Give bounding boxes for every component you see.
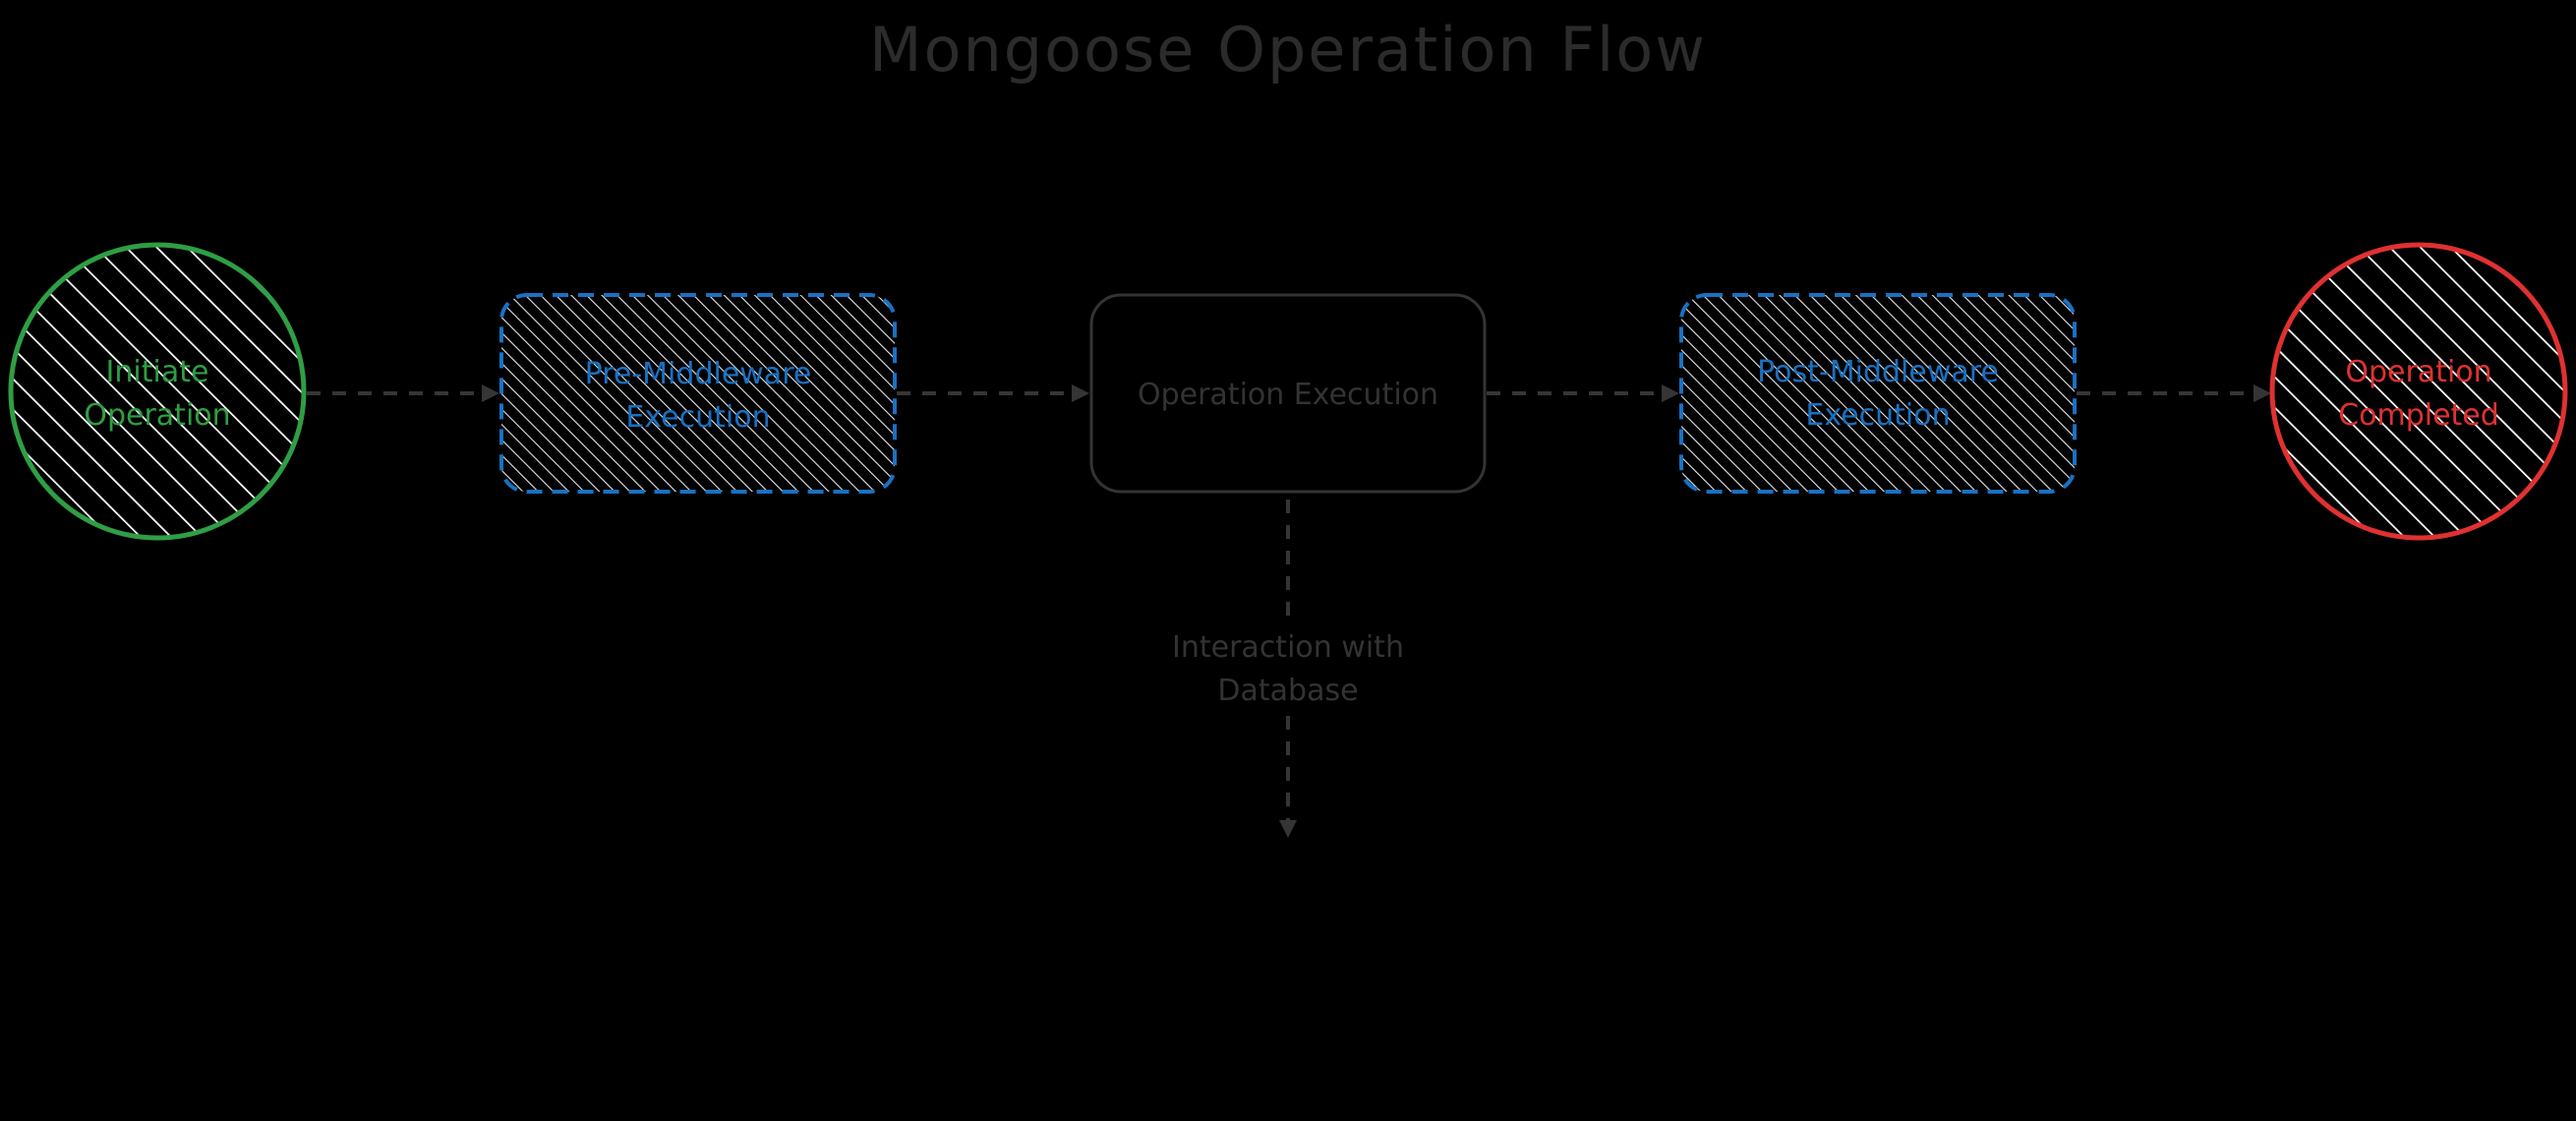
edge-label-line-2: Database bbox=[1217, 674, 1358, 708]
diagram-title: Mongoose Operation Flow bbox=[869, 14, 1707, 86]
node-label: Operation Execution bbox=[1138, 378, 1438, 412]
node-label-line-1: Post-Middleware bbox=[1757, 355, 1999, 389]
node-label-line-2: Completed bbox=[2338, 398, 2499, 433]
node-operation-completed[interactable]: Operation Completed bbox=[2261, 236, 2576, 551]
node-label-line-2: Operation bbox=[84, 398, 230, 433]
node-post-middleware-execution[interactable]: Post-Middleware Execution bbox=[1679, 293, 2077, 494]
node-label-line-1: Initiate bbox=[106, 355, 209, 389]
edge-initiate-to-pre bbox=[307, 384, 499, 402]
edge-post-to-completed bbox=[2077, 384, 2271, 402]
node-label-line-2: Execution bbox=[1805, 398, 1950, 433]
arrowhead-icon bbox=[2254, 384, 2271, 402]
edge-pre-to-operation bbox=[897, 384, 1089, 402]
arrowhead-icon bbox=[1072, 384, 1089, 402]
node-outline bbox=[2269, 242, 2568, 541]
node-outline bbox=[1089, 293, 1487, 494]
node-outline bbox=[8, 242, 307, 541]
node-label-line-2: Execution bbox=[625, 400, 770, 435]
node-operation-execution[interactable]: Operation Execution bbox=[1089, 293, 1487, 494]
edge-operation-to-database: Interaction with Database bbox=[1172, 500, 1404, 838]
arrowhead-icon bbox=[1279, 820, 1297, 838]
node-pre-middleware-execution[interactable]: Pre-Middleware Execution bbox=[499, 293, 897, 494]
node-label-line-1: Operation bbox=[2345, 355, 2491, 389]
node-initiate-operation[interactable]: Initiate Operation bbox=[0, 236, 315, 551]
edge-label-line-1: Interaction with bbox=[1172, 630, 1404, 665]
node-label-line-1: Pre-Middleware bbox=[585, 357, 812, 391]
edge-operation-to-post bbox=[1487, 384, 1679, 402]
arrowhead-icon bbox=[482, 384, 499, 402]
arrowhead-icon bbox=[1662, 384, 1679, 402]
